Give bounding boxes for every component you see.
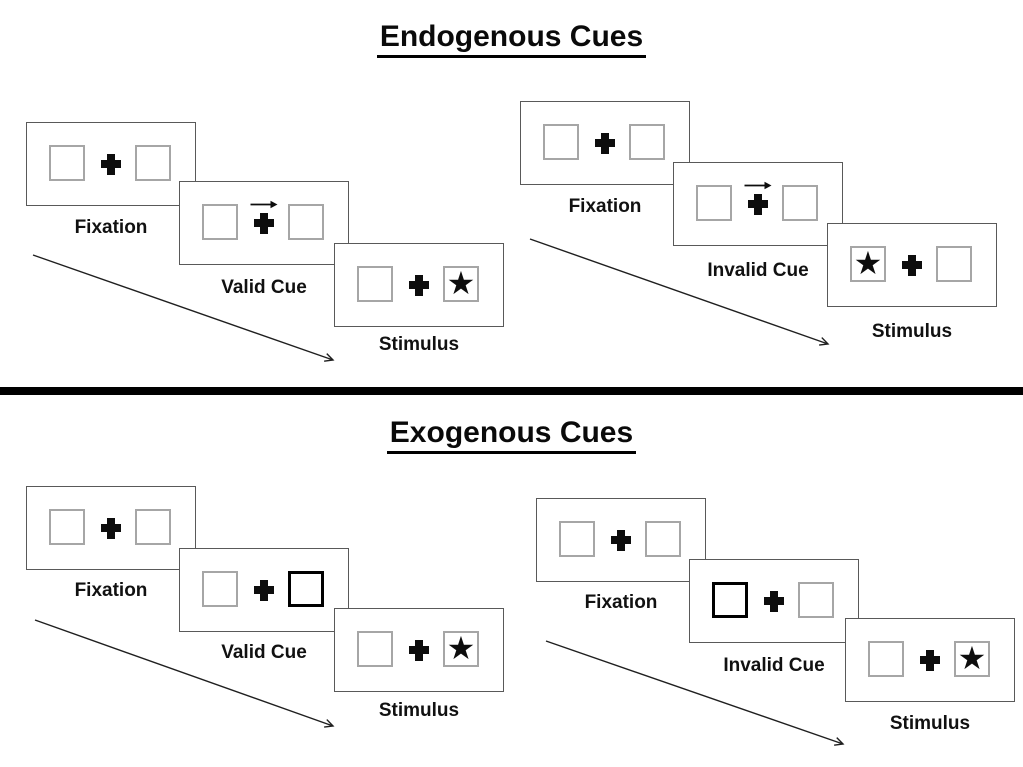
fixation-cross-icon [101, 154, 121, 175]
endogenous-invalid-cue-panel [673, 162, 843, 246]
target-star-icon: ★ [853, 244, 883, 282]
left-placeholder-box [202, 571, 238, 607]
fixation-cross-icon [101, 518, 121, 539]
panel-label-valid-cue: Valid Cue [221, 642, 307, 663]
right-placeholder-box [645, 521, 681, 557]
left-placeholder-box [543, 124, 579, 160]
fixation-cross-icon [254, 213, 274, 234]
right-target-box: ★ [443, 631, 479, 667]
fixation-cross-icon [902, 255, 922, 276]
left-placeholder-box [559, 521, 595, 557]
panel-label-stimulus: Stimulus [871, 321, 953, 342]
section-divider [0, 387, 1023, 395]
right-placeholder-box [782, 185, 818, 221]
timeline-arrow-endogenous-invalid [529, 238, 830, 346]
right-placeholder-box [288, 204, 324, 240]
right-placeholder-box [798, 582, 834, 618]
panel-label-invalid-cue: Invalid Cue [707, 260, 809, 281]
timeline-arrow-exogenous-valid [34, 619, 335, 728]
timeline-arrow-exogenous-invalid [545, 640, 845, 746]
left-target-box: ★ [850, 246, 886, 282]
section-title-exogenous-text: Exogenous Cues [386, 416, 637, 454]
endogenous-valid-cue-panel [179, 181, 349, 265]
right-target-box: ★ [443, 266, 479, 302]
right-placeholder-box [629, 124, 665, 160]
fixation-cross-icon [254, 580, 274, 601]
fixation-cross-icon [611, 530, 631, 551]
panel-label-fixation: Fixation [584, 592, 658, 613]
panel-label-invalid-cue: Invalid Cue [723, 655, 825, 676]
exogenous-invalid-fixation-panel [536, 498, 706, 582]
target-star-icon: ★ [446, 264, 476, 302]
exogenous-valid-fixation-panel [26, 486, 196, 570]
panel-label-stimulus: Stimulus [378, 334, 460, 355]
panel-label-stimulus: Stimulus [889, 713, 971, 734]
left-placeholder-box [357, 266, 393, 302]
cue-arrow-right-icon [744, 181, 772, 190]
left-placeholder-box [696, 185, 732, 221]
right-placeholder-box [135, 145, 171, 181]
right-cue-highlight-box [288, 571, 324, 607]
panel-label-fixation: Fixation [74, 217, 148, 238]
endogenous-invalid-stimulus-panel: ★ [827, 223, 997, 307]
fixation-cross-icon [595, 133, 615, 154]
right-target-box: ★ [954, 641, 990, 677]
panel-label-fixation: Fixation [74, 580, 148, 601]
target-star-icon: ★ [957, 639, 987, 677]
panel-label-valid-cue: Valid Cue [221, 277, 307, 298]
fixation-cross-icon [920, 650, 940, 671]
left-placeholder-box [202, 204, 238, 240]
fixation-cross-icon [748, 194, 768, 215]
exogenous-valid-cue-panel [179, 548, 349, 632]
left-placeholder-box [357, 631, 393, 667]
timeline-arrow-endogenous-valid [32, 254, 335, 362]
fixation-cross-icon [764, 591, 784, 612]
section-title-endogenous: Endogenous Cues [0, 20, 1023, 58]
endogenous-valid-stimulus-panel: ★ [334, 243, 504, 327]
left-placeholder-box [49, 145, 85, 181]
target-star-icon: ★ [446, 629, 476, 667]
exogenous-valid-stimulus-panel: ★ [334, 608, 504, 692]
panel-label-stimulus: Stimulus [378, 700, 460, 721]
fixation-cross-icon [409, 275, 429, 296]
exogenous-invalid-cue-panel [689, 559, 859, 643]
section-title-endogenous-text: Endogenous Cues [376, 20, 647, 58]
left-placeholder-box [868, 641, 904, 677]
left-cue-highlight-box [712, 582, 748, 618]
endogenous-valid-fixation-panel [26, 122, 196, 206]
panel-label-fixation: Fixation [568, 196, 642, 217]
right-placeholder-box [135, 509, 171, 545]
cue-arrow-right-icon [250, 200, 278, 209]
exogenous-invalid-stimulus-panel: ★ [845, 618, 1015, 702]
left-placeholder-box [49, 509, 85, 545]
right-placeholder-box [936, 246, 972, 282]
section-title-exogenous: Exogenous Cues [0, 416, 1023, 454]
endogenous-invalid-fixation-panel [520, 101, 690, 185]
fixation-cross-icon [409, 640, 429, 661]
